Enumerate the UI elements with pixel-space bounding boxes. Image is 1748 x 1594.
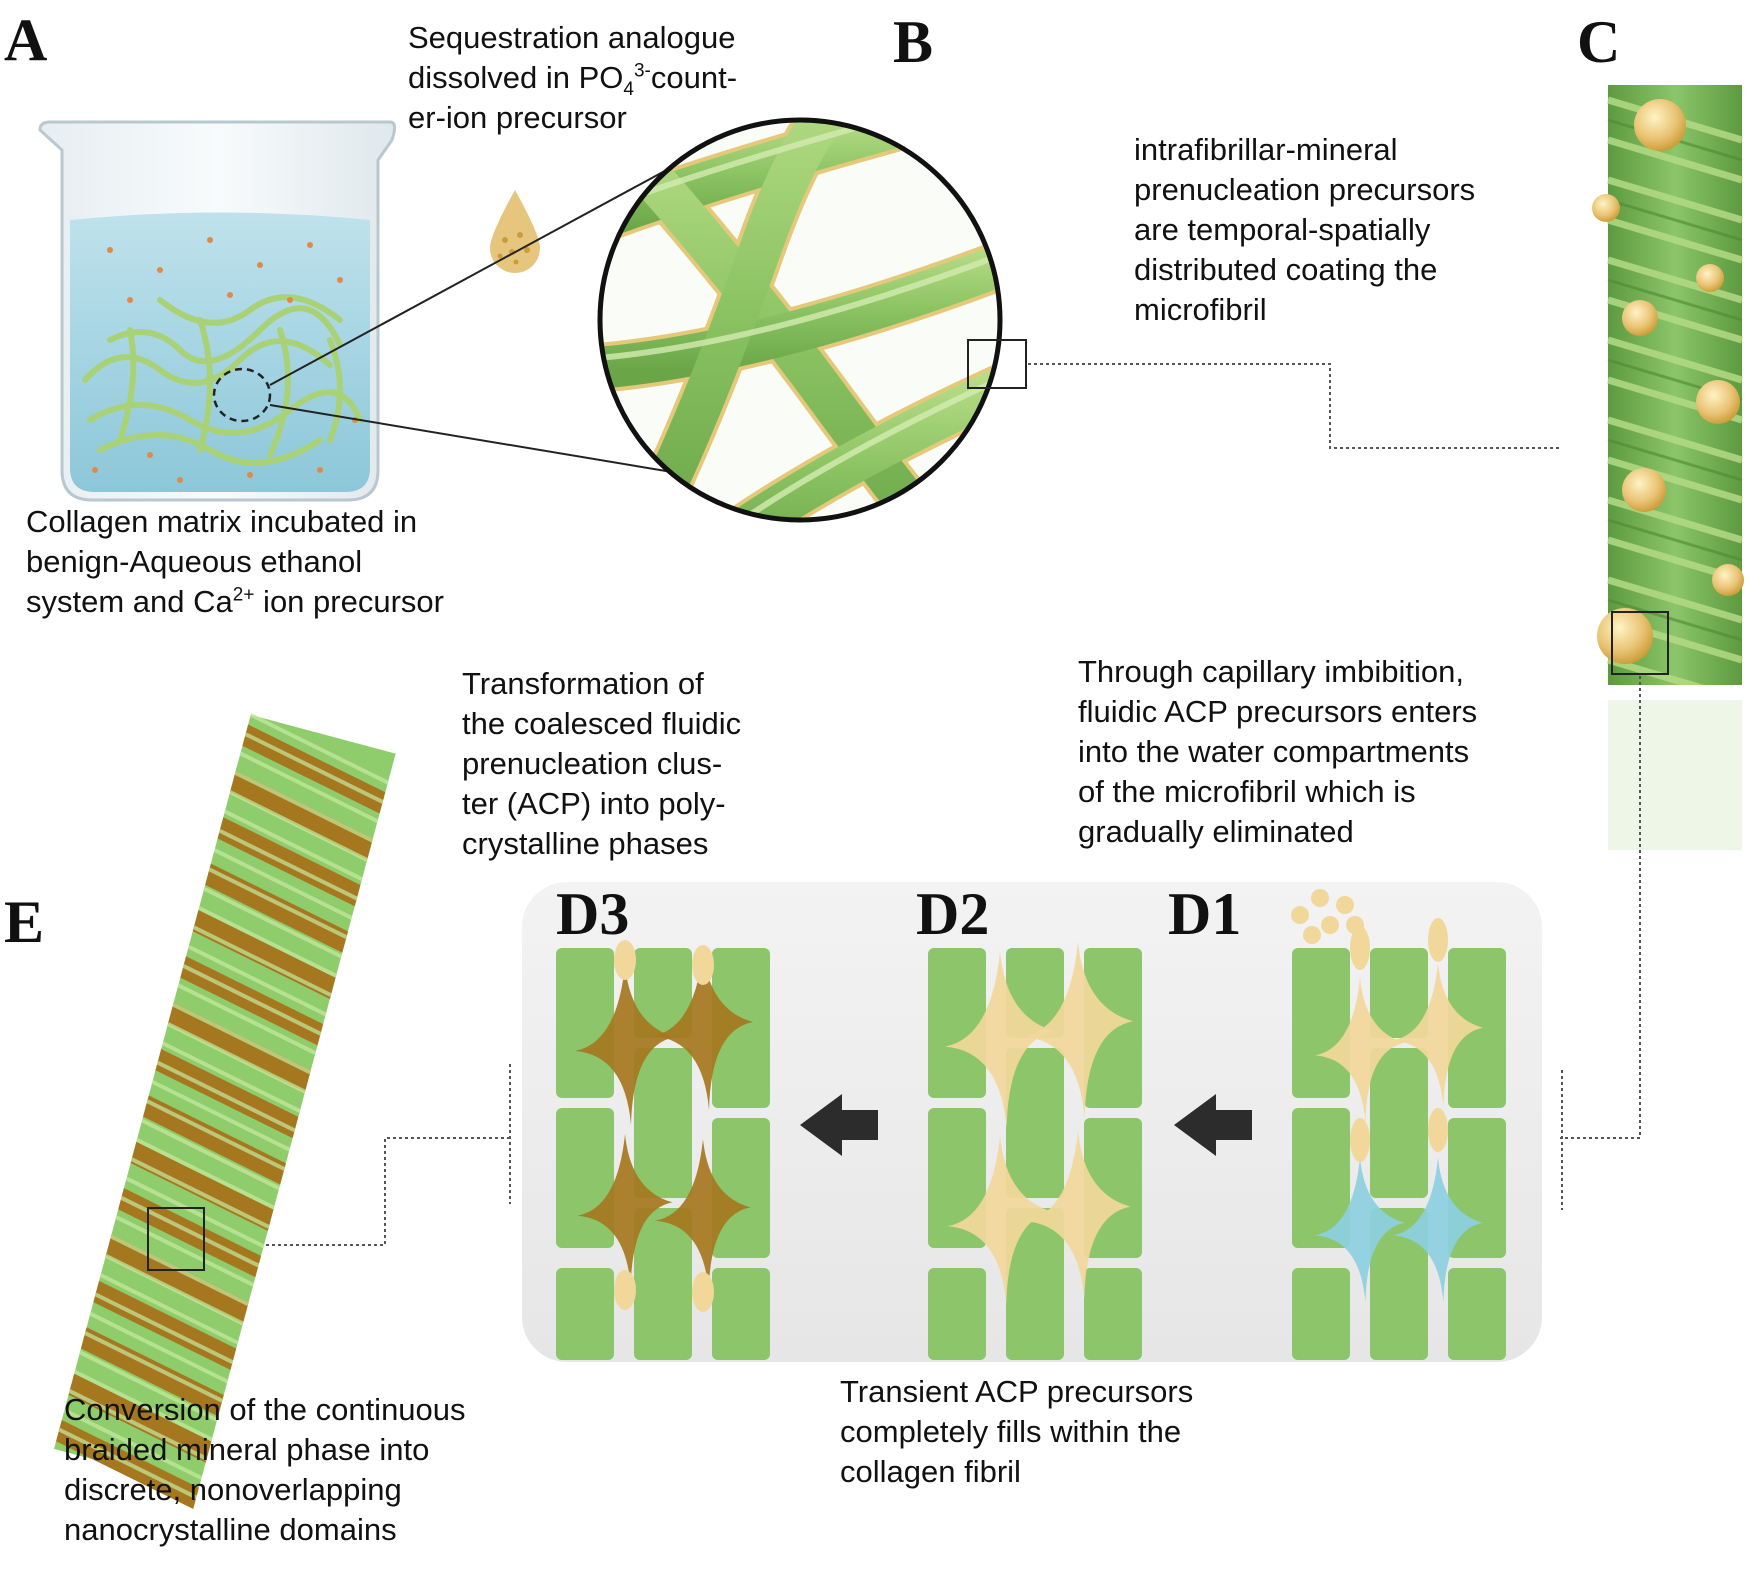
- panel-letter-e: E: [4, 889, 45, 955]
- stage-d2-fibril: [928, 942, 1142, 1360]
- caption-collagen-matrix: Collagen matrix incubated in benign-Aque…: [26, 504, 444, 619]
- stage-label-d3: D3: [556, 881, 630, 947]
- magnified-fibril-circle: [597, 117, 1027, 523]
- caption-transient: Transient ACP precursors completely fill…: [840, 1374, 1194, 1489]
- caption-intrafibrillar: intrafibrillar-mineral prenucleation pre…: [1134, 132, 1476, 327]
- beaker-illustration: [38, 120, 397, 502]
- caption-transformation: Transformation of the coalesced fluidic …: [462, 666, 742, 861]
- panel-letter-c: C: [1577, 9, 1621, 75]
- caption-capillary: Through capillary imbibition, fluidic AC…: [1078, 654, 1478, 849]
- arrow-left-icon: [1174, 1094, 1252, 1156]
- panel-letter-b: B: [893, 9, 934, 75]
- stage-label-d1: D1: [1168, 881, 1242, 947]
- arrow-left-icon: [800, 1094, 878, 1156]
- caption-sequestration: Sequestration analogue dissolved in PO43…: [408, 20, 738, 135]
- caption-conversion: Conversion of the continuous braided min…: [64, 1392, 466, 1547]
- stage-d3-fibril: [556, 940, 770, 1360]
- stage-d1-fibril: [1291, 889, 1506, 1360]
- panel-letter-a: A: [4, 7, 48, 73]
- mineralized-braided-rope: [54, 713, 396, 1510]
- stage-label-d2: D2: [916, 881, 990, 947]
